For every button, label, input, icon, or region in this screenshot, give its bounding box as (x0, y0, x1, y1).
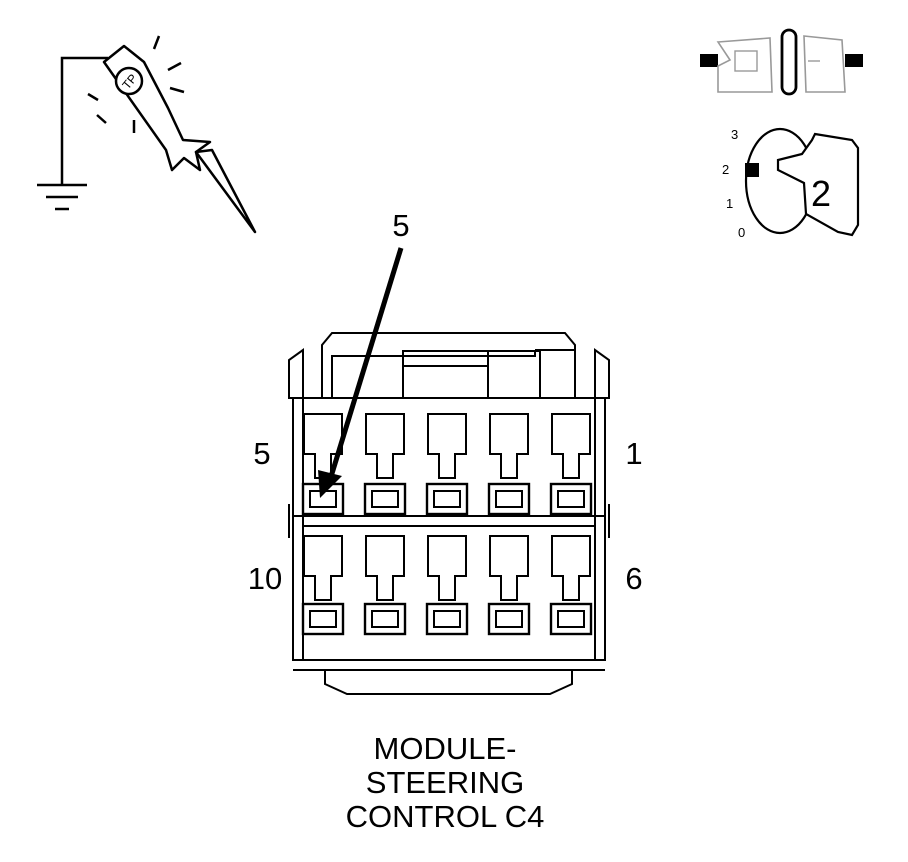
connector-pin-9 (363, 535, 407, 636)
pointer-label: 5 (392, 208, 409, 243)
connector-pin-array (301, 413, 593, 636)
ignition-position-label: 2 (722, 162, 729, 177)
connector-row2-right-label: 6 (625, 561, 642, 596)
connector-row2-left-label: 10 (248, 561, 282, 596)
caption-line-3: CONTROL C4 (345, 799, 545, 834)
connector-pin-4 (363, 413, 407, 516)
connector-pin-7 (487, 535, 531, 636)
ignition-position-label: 0 (738, 225, 745, 240)
connector-pin-2 (487, 413, 531, 516)
connector-housing (288, 332, 610, 695)
connector-pin-3 (425, 413, 469, 516)
ignition-key-label: 2 (811, 173, 831, 214)
connector-row1-right-label: 1 (625, 436, 642, 471)
caption-line-1: MODULE- (373, 731, 517, 766)
pointer-arrow (318, 247, 404, 498)
ignition-position-label: 3 (731, 127, 738, 142)
connector-row1-left-label: 5 (253, 436, 270, 471)
test-probe-icon (87, 35, 257, 234)
ignition-key-icon (744, 127, 860, 237)
ignition-position-label: 1 (726, 196, 733, 211)
disconnected-connector-icon (700, 28, 863, 96)
connector-pin-10 (301, 535, 345, 636)
ground-icon (37, 56, 108, 211)
connector-pin-6 (549, 535, 593, 636)
caption-line-2: STEERING (365, 765, 525, 800)
connector-pin-1 (549, 413, 593, 516)
connector-pin-8 (425, 535, 469, 636)
